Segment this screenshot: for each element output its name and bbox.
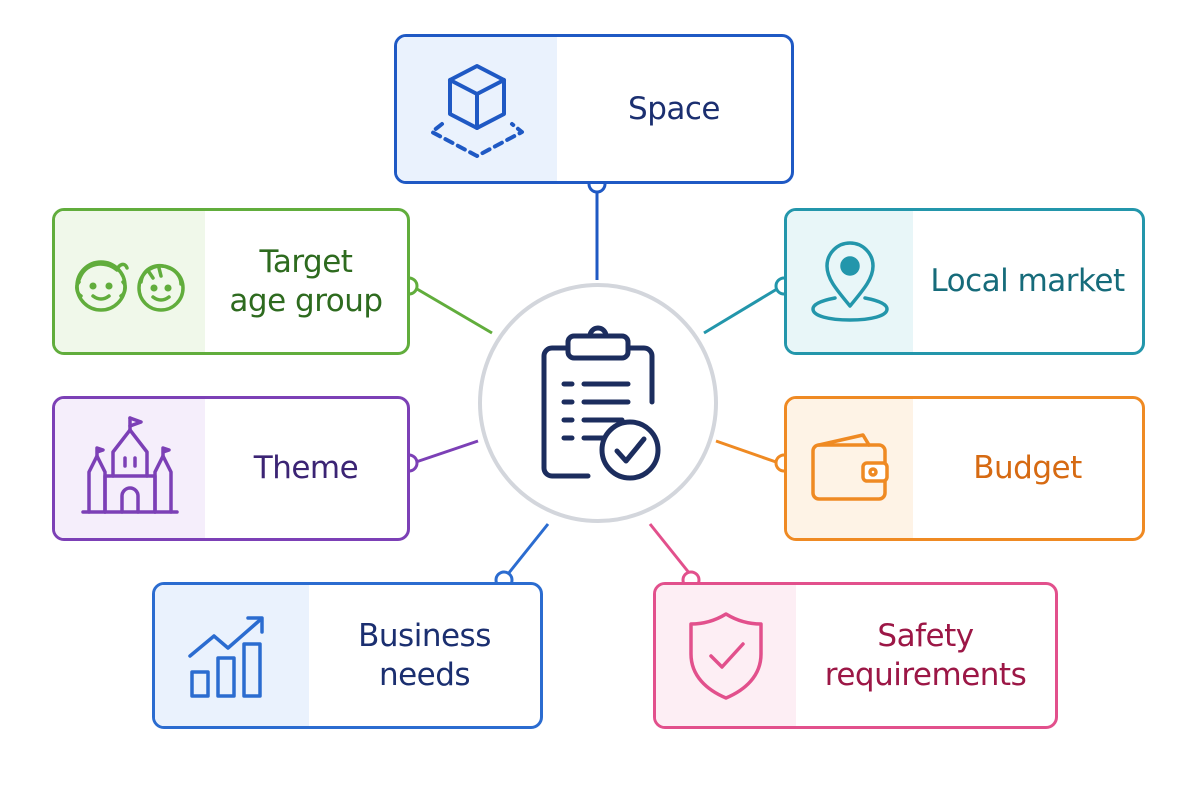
node-safety-label-line-2: requirements xyxy=(824,656,1027,693)
connector-local xyxy=(703,287,778,335)
node-local-label-line: Local market xyxy=(930,263,1125,300)
center-hub xyxy=(478,283,718,523)
node-theme: Theme xyxy=(52,396,410,541)
node-safety-requirements: Safety requirements xyxy=(653,582,1058,729)
node-safety-label-line-1: Safety xyxy=(877,617,974,654)
node-local-icon-panel xyxy=(787,211,913,352)
node-local-market: Local market xyxy=(784,208,1145,355)
clipboard-check-icon xyxy=(541,325,661,481)
node-budget-label-line: Budget xyxy=(973,450,1082,487)
node-theme-icon-panel xyxy=(55,399,205,538)
node-business-needs: Business needs xyxy=(152,582,543,729)
node-space: Space xyxy=(394,34,794,184)
connector-theme xyxy=(415,439,479,464)
children-faces-icon xyxy=(75,259,185,312)
node-budget-label: Budget xyxy=(913,399,1142,538)
connector-safety xyxy=(648,523,692,575)
node-target-label-line-2: age group xyxy=(229,282,383,319)
wallet-icon xyxy=(811,432,889,501)
shield-check-icon xyxy=(689,611,763,700)
node-business-label-line-2: needs xyxy=(378,656,471,693)
node-business-label: Business needs xyxy=(309,585,540,726)
node-target-label-line-1: Target xyxy=(259,243,353,280)
location-pin-icon xyxy=(811,240,889,322)
node-local-label: Local market xyxy=(913,211,1142,352)
castle-icon xyxy=(81,415,179,514)
connector-target xyxy=(416,287,493,335)
node-safety-icon-panel xyxy=(656,585,796,726)
node-safety-label: Safety requirements xyxy=(796,585,1055,726)
node-budget: Budget xyxy=(784,396,1145,541)
node-business-icon-panel xyxy=(155,585,309,726)
node-budget-icon-panel xyxy=(787,399,913,538)
node-business-label-line-1: Business xyxy=(358,617,491,654)
growth-chart-icon xyxy=(188,615,264,698)
node-space-icon-panel xyxy=(397,37,557,181)
node-theme-label: Theme xyxy=(205,399,407,538)
connector-business xyxy=(506,523,550,575)
node-target-age-group: Target age group xyxy=(52,208,410,355)
node-space-label-line: Space xyxy=(628,90,720,127)
node-target-label: Target age group xyxy=(205,211,407,352)
node-space-label: Space xyxy=(557,37,791,181)
cube-icon xyxy=(430,64,524,158)
connector-budget xyxy=(715,439,777,464)
node-theme-label-line: Theme xyxy=(253,450,359,487)
node-target-icon-panel xyxy=(55,211,205,352)
